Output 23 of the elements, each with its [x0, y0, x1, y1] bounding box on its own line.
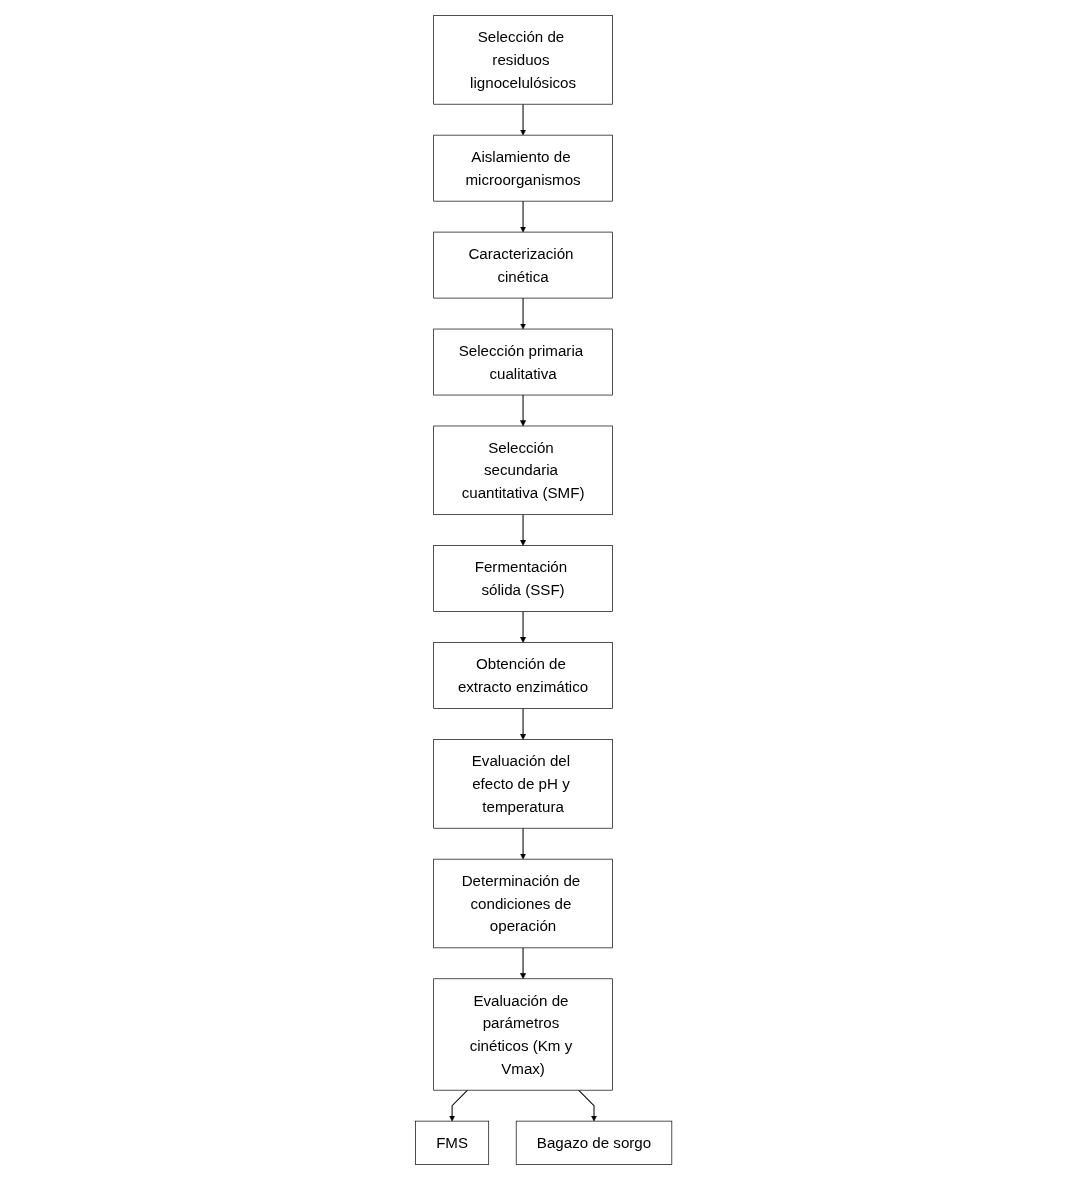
node-box: Selección primaria cualitativa	[433, 328, 614, 396]
node-box: Caracterización cinética	[433, 231, 614, 299]
arrow	[520, 394, 527, 427]
arrow	[520, 514, 527, 546]
arrow	[520, 297, 527, 330]
node-box: Evaluación de parámetros cinéticos (Km y Vmax)	[433, 978, 614, 1091]
arrow	[520, 947, 527, 980]
node-box: Obtención de extracto enzimático	[433, 642, 614, 709]
arrow	[520, 200, 527, 233]
arrow	[578, 1089, 598, 1122]
arrow	[520, 708, 527, 740]
node-box: Selección de residuos lignocelulósicos	[433, 15, 614, 105]
node-box: Determinación de condiciones de operación	[433, 858, 614, 949]
node-box: Evaluación del efecto de pH y temperatura	[433, 739, 614, 829]
arrow	[520, 611, 527, 643]
node-box: Selección secundaria cuantitativa (SMF)	[433, 425, 614, 516]
arrow	[449, 1089, 469, 1122]
node-box: Fermentación sólida (SSF)	[433, 545, 614, 612]
node-box: Aislamiento de microorganismos	[433, 134, 614, 202]
node-box: FMS	[415, 1120, 490, 1165]
arrow	[520, 103, 527, 136]
node-box: Bagazo de sorgo	[516, 1120, 673, 1165]
arrow	[520, 827, 527, 860]
